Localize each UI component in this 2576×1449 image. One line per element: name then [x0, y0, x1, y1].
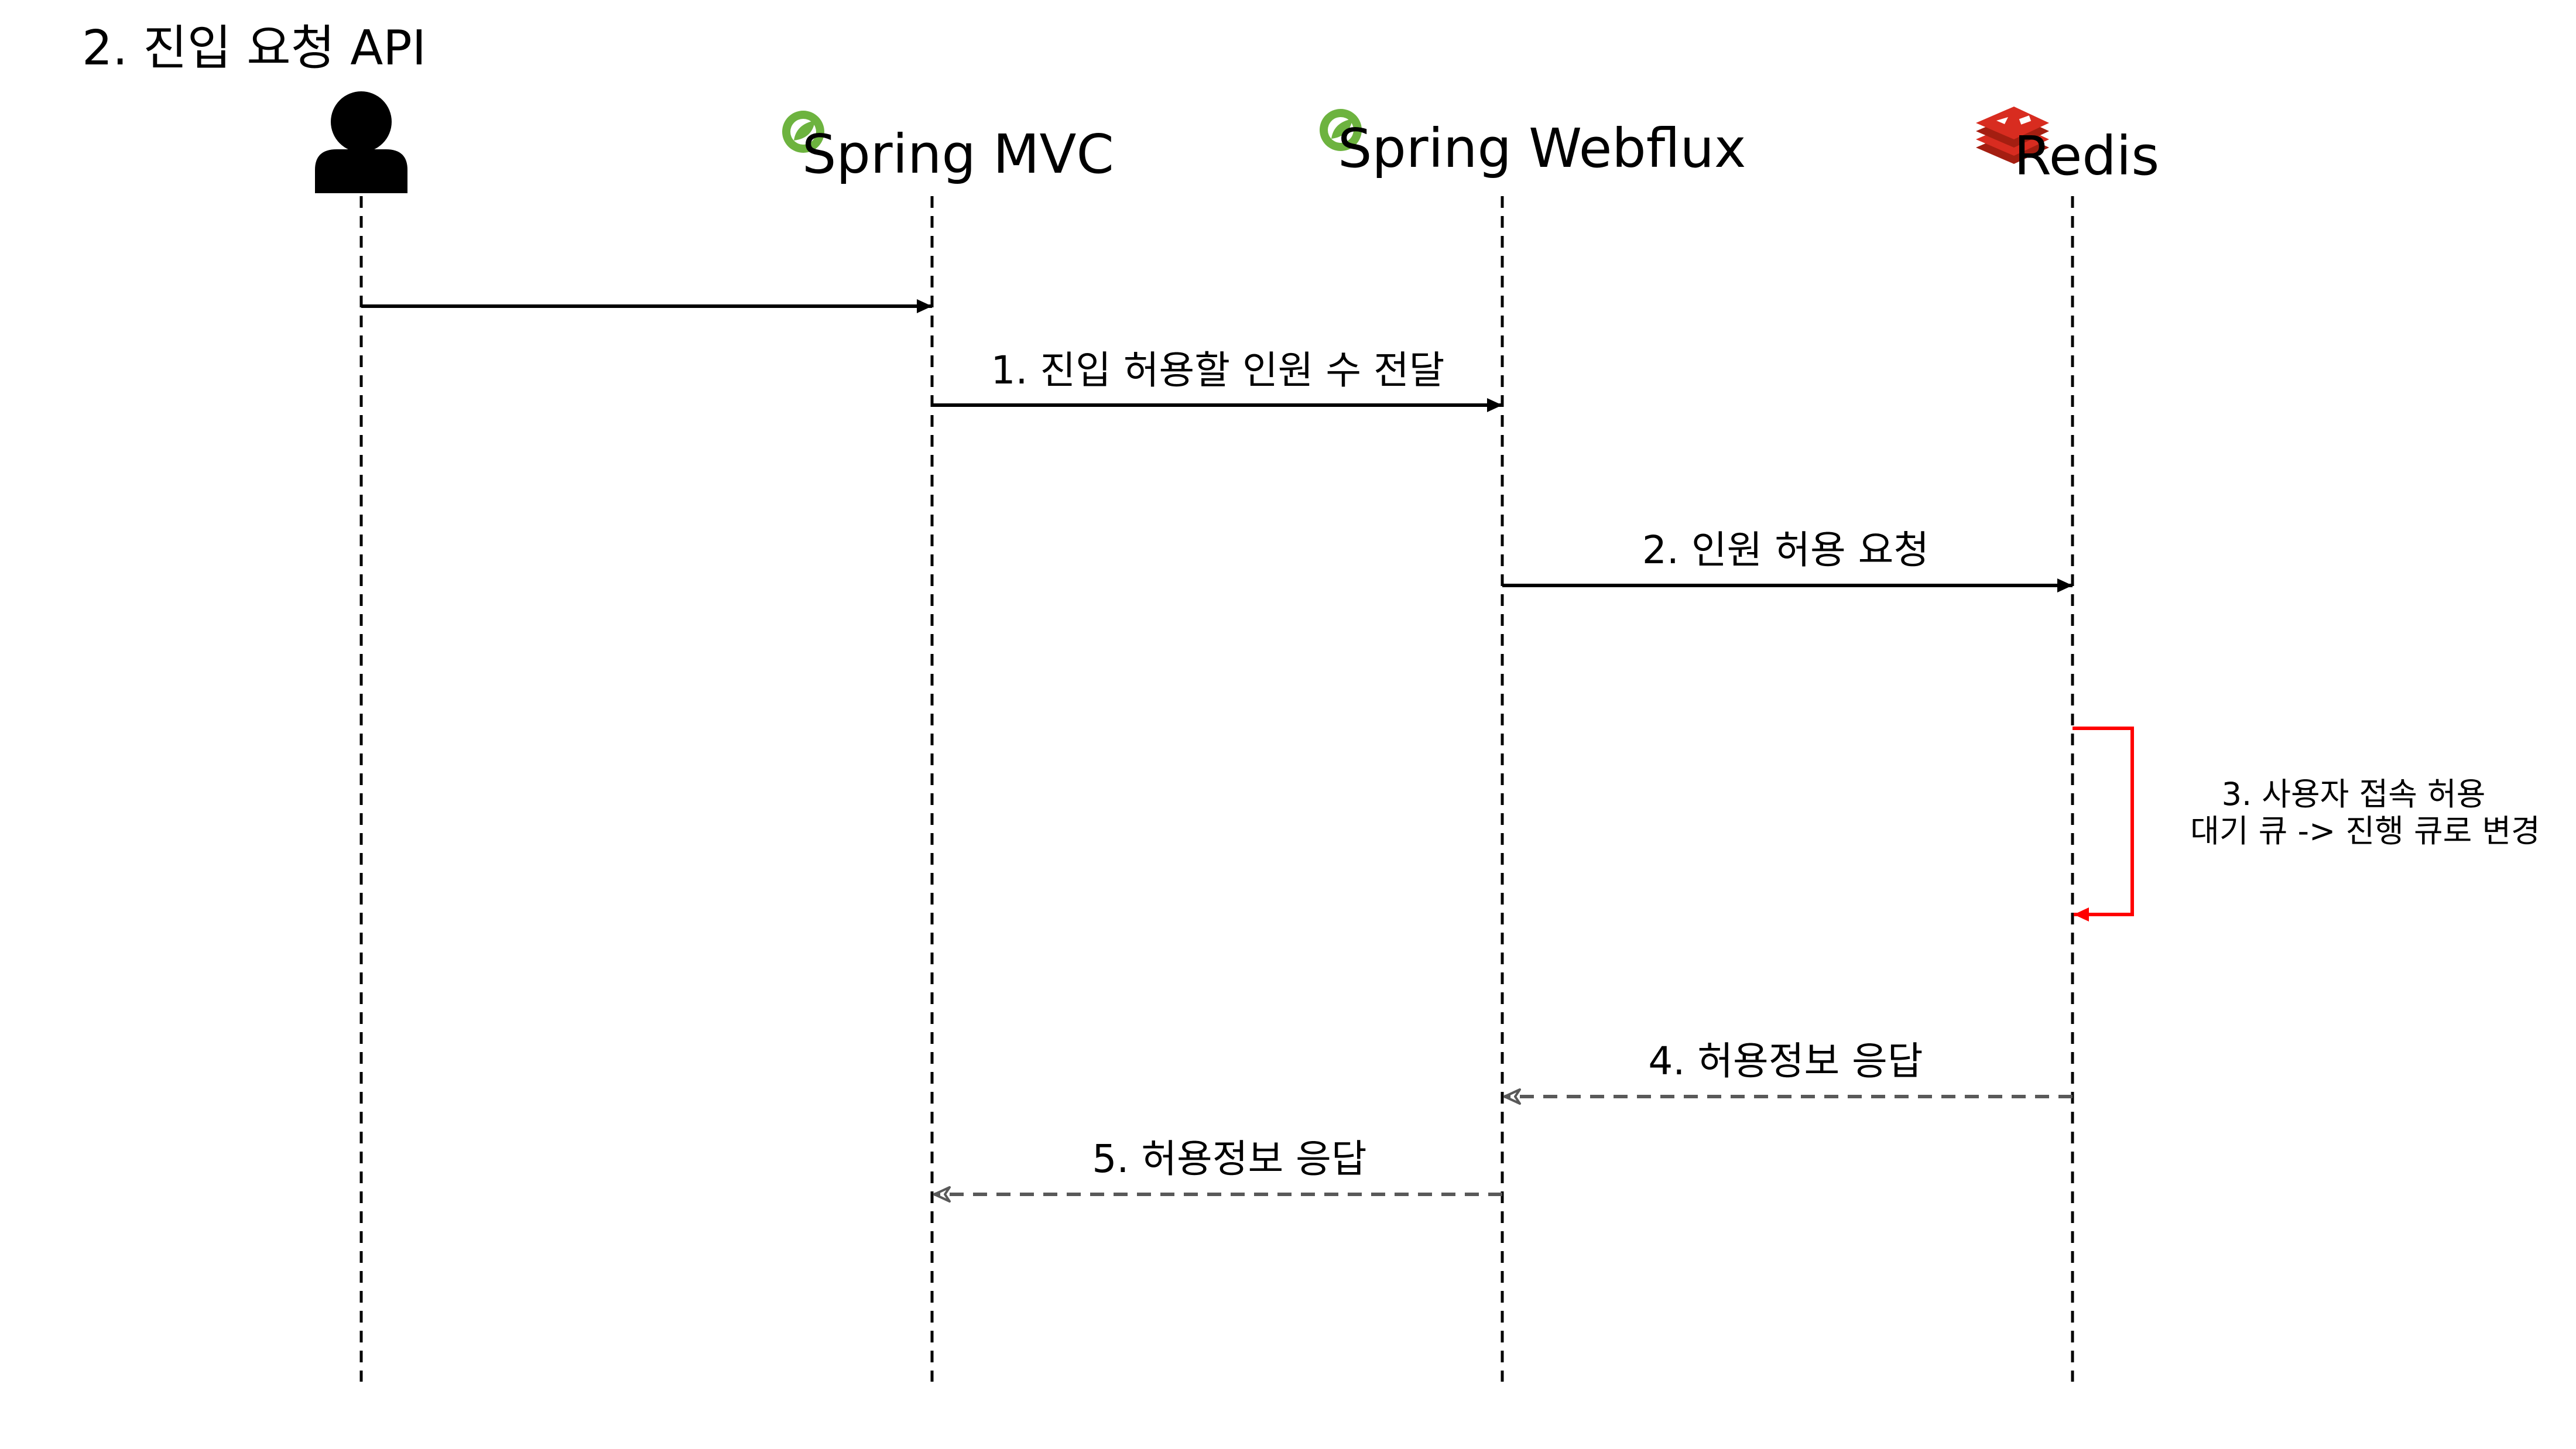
participant-redis: Redis: [1976, 107, 2159, 187]
self-call-label-line2: 대기 큐 -> 진행 큐로 변경: [2190, 813, 2540, 849]
self-call-label-line1: 3. 사용자 접속 허용: [2222, 776, 2486, 813]
message-label-2: 2. 인원 허용 요청: [1642, 527, 1929, 573]
user-icon: [315, 91, 407, 193]
self-call-arrow-redis: [2073, 727, 2134, 922]
diagram-title: 2. 진입 요청 API: [82, 20, 426, 76]
participant-spring-mvc: Spring MVC: [782, 111, 1114, 186]
spring-leaf-icon: [782, 111, 824, 153]
participant-label-mvc: Spring MVC: [802, 123, 1114, 186]
message-label-1: 1. 진입 허용할 인원 수 전달: [991, 348, 1444, 393]
redis-icon: [1976, 107, 2049, 164]
spring-leaf-icon: [1320, 109, 1362, 151]
participant-label-webflux: Spring Webflux: [1338, 117, 1746, 180]
message-label-5: 5. 허용정보 응답: [1092, 1136, 1366, 1181]
message-label-4: 4. 허용정보 응답: [1648, 1039, 1923, 1084]
participant-label-redis: Redis: [2014, 125, 2159, 187]
participant-spring-webflux: Spring Webflux: [1320, 109, 1746, 180]
